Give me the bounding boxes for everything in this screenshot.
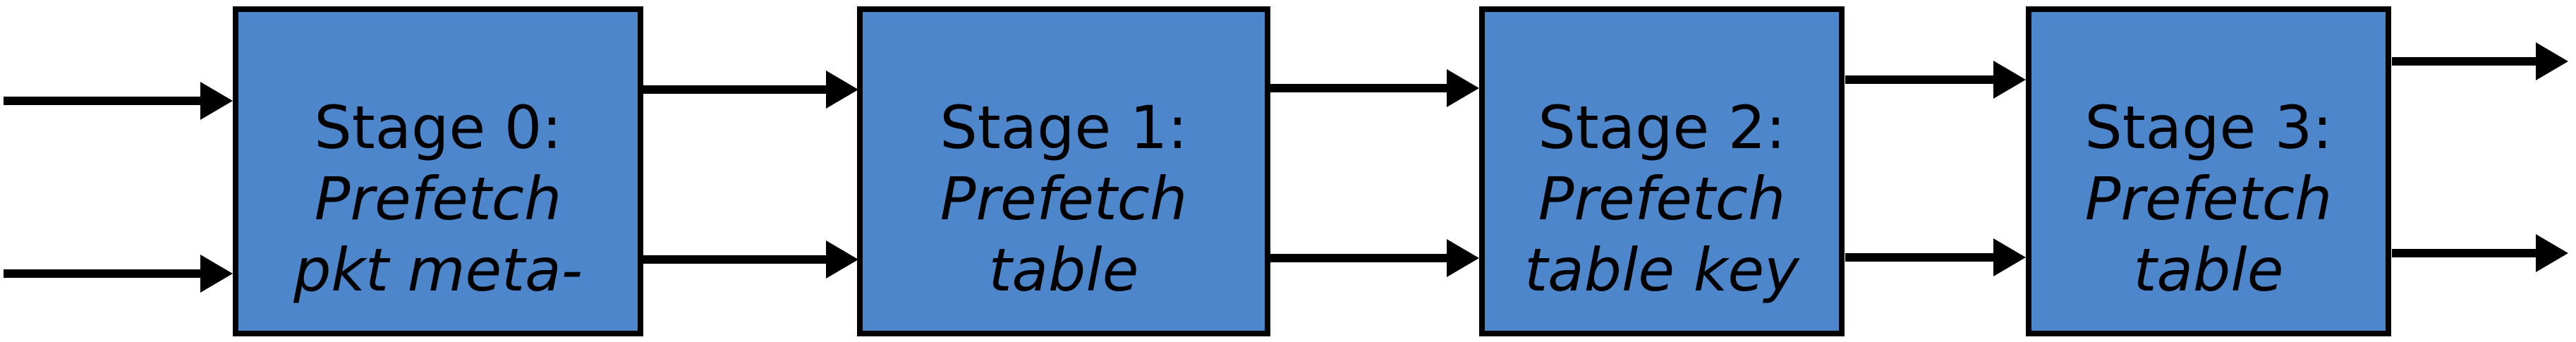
flow-arrow-stage0-stage1-top [643, 71, 858, 109]
flow-arrow-output-bottom [2392, 234, 2568, 272]
arrowhead-icon [826, 240, 858, 279]
stage-box-2: Stage 2: Prefetch table key [1479, 6, 1845, 336]
arrowhead-icon [1993, 61, 2026, 99]
arrowhead-icon [2536, 234, 2568, 272]
arrow-shaft [2392, 249, 2539, 257]
flow-arrow-stage2-stage3-top [1845, 61, 2026, 99]
arrow-shaft [643, 85, 829, 94]
arrowhead-icon [2536, 42, 2568, 80]
arrow-shaft [1845, 75, 1996, 84]
stage-subtitle-line: Prefetch [2084, 164, 2333, 233]
stage-subtitle-line: pkt meta- [293, 236, 583, 305]
stage-title: Stage 2: [1538, 93, 1786, 162]
arrowhead-icon [1993, 238, 2026, 276]
flow-arrow-output-top [2392, 42, 2568, 80]
stage-box-3: Stage 3: Prefetch table [2026, 6, 2391, 336]
flow-arrow-stage1-stage2-top [1270, 69, 1479, 107]
arrow-shaft [1845, 253, 1996, 262]
flow-arrow-stage1-stage2-bottom [1270, 239, 1479, 277]
flow-arrow-input-top [4, 82, 233, 120]
stage-subtitle-line: table [988, 236, 1139, 305]
stage-subtitle-line: Prefetch [314, 164, 562, 233]
arrowhead-icon [200, 255, 233, 293]
stage-subtitle-line: Prefetch [940, 164, 1188, 233]
arrowhead-icon [826, 71, 858, 109]
stage-box-1: Stage 1: Prefetch table [857, 6, 1270, 336]
arrowhead-icon [1447, 69, 1479, 107]
arrow-shaft [2392, 57, 2539, 66]
arrow-shaft [4, 269, 203, 278]
arrow-shaft [643, 255, 829, 264]
stage-box-0: Stage 0: Prefetch pkt meta- [233, 6, 643, 336]
flow-arrow-stage0-stage1-bottom [643, 240, 858, 279]
stage-title: Stage 0: [314, 93, 562, 162]
arrow-shaft [1270, 84, 1450, 92]
stage-title: Stage 3: [2084, 93, 2333, 162]
arrow-shaft [1270, 254, 1450, 262]
stage-subtitle-line: table [2133, 236, 2284, 305]
arrowhead-icon [200, 82, 233, 120]
stage-subtitle-line: table key [1524, 236, 1799, 305]
arrowhead-icon [1447, 239, 1479, 277]
flow-arrow-stage2-stage3-bottom [1845, 238, 2026, 276]
stage-subtitle-line: Prefetch [1538, 164, 1786, 233]
flow-arrow-input-bottom [4, 255, 233, 293]
arrow-shaft [4, 97, 203, 105]
stage-title: Stage 1: [940, 93, 1188, 162]
